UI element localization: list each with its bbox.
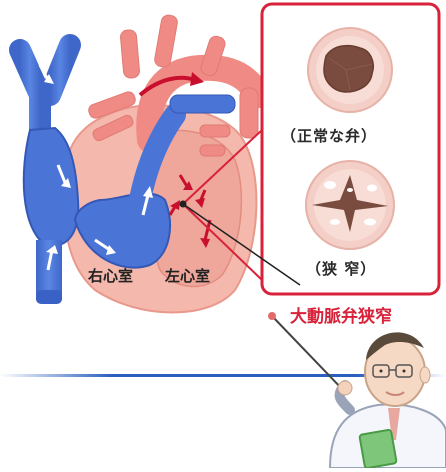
heart-illustration [20, 14, 258, 312]
valve-stenosis-icon [306, 161, 394, 249]
doctor-with-pointer-illustration [268, 312, 446, 468]
stenosis-valve-caption: （狭 窄） [306, 258, 376, 279]
normal-valve-caption: （正常な弁） [281, 125, 377, 146]
left-ventricle-label: 左心室 [165, 265, 210, 286]
condition-label: 大動脈弁狭窄 [290, 302, 392, 327]
valve-normal-icon [308, 28, 392, 112]
right-ventricle-label: 右心室 [88, 265, 133, 286]
